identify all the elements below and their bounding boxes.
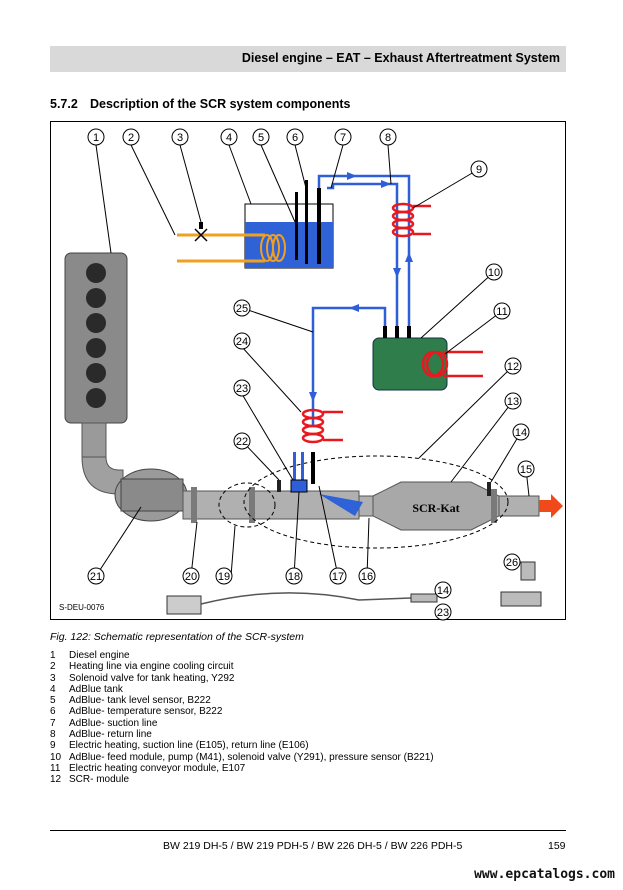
page-number: 159: [548, 840, 566, 852]
svg-text:14: 14: [437, 585, 449, 597]
svg-text:14: 14: [515, 427, 527, 439]
callout-4: 4: [220, 128, 238, 146]
callout-7: 7: [334, 128, 352, 146]
svg-text:10: 10: [488, 267, 500, 279]
section-title: Description of the SCR system components: [90, 97, 351, 111]
callout-21: 21: [87, 567, 105, 585]
svg-text:21: 21: [90, 571, 102, 583]
callout-17: 17: [329, 567, 347, 585]
svg-text:3: 3: [177, 132, 183, 144]
chapter-title: Diesel engine – EAT – Exhaust Aftertreat…: [241, 51, 560, 65]
svg-text:17: 17: [332, 571, 344, 583]
svg-text:25: 25: [236, 303, 248, 315]
exhaust-outlet-arrow: [539, 494, 563, 518]
svg-text:24: 24: [236, 336, 248, 348]
callout-13: 13: [504, 392, 522, 410]
footer-divider: [50, 830, 566, 831]
callout-5: 5: [252, 128, 270, 146]
callout-22: 22: [233, 432, 251, 450]
svg-text:23: 23: [437, 607, 449, 619]
svg-text:9: 9: [476, 164, 482, 176]
svg-text:11: 11: [496, 306, 507, 318]
callout-23b: 23: [434, 603, 452, 621]
callout-23: 23: [233, 379, 251, 397]
callout-12: 12: [504, 357, 522, 375]
svg-text:23: 23: [236, 383, 248, 395]
callout-8: 8: [379, 128, 397, 146]
footer-models: BW 219 DH-5 / BW 219 PDH-5 / BW 226 DH-5…: [163, 840, 463, 852]
svg-text:12: 12: [507, 361, 519, 373]
callout-14: 14: [512, 423, 530, 441]
svg-text:5: 5: [258, 132, 264, 144]
svg-text:4: 4: [226, 132, 232, 144]
callout-14b: 14: [434, 581, 452, 599]
feed-module: [372, 337, 448, 391]
scr-kat-label: SCR-Kat: [412, 501, 459, 515]
svg-text:7: 7: [340, 132, 346, 144]
callout-24: 24: [233, 332, 251, 350]
svg-text:6: 6: [292, 132, 298, 144]
svg-text:26: 26: [506, 557, 518, 569]
callout-26: 26: [503, 553, 521, 571]
svg-text:2: 2: [128, 132, 134, 144]
callout-15: 15: [517, 460, 535, 478]
callout-6: 6: [286, 128, 304, 146]
scr-schematic: SCR-Kat: [59, 128, 563, 621]
callout-2: 2: [122, 128, 140, 146]
scr-schematic-figure: SCR-Kat: [50, 121, 566, 621]
svg-text:8: 8: [385, 132, 391, 144]
svg-text:18: 18: [288, 571, 300, 583]
callout-10: 10: [485, 263, 503, 281]
figure-code: S-DEU-0076: [59, 603, 105, 612]
svg-text:19: 19: [218, 571, 230, 583]
callout-11: 11: [493, 302, 511, 320]
exhaust-pipe: [182, 490, 360, 520]
callout-16: 16: [358, 567, 376, 585]
callout-1: 1: [87, 128, 105, 146]
svg-text:15: 15: [520, 464, 532, 476]
svg-text:20: 20: [185, 571, 197, 583]
section-number: 5.7.2: [50, 97, 78, 111]
section-heading: 5.7.2 Description of the SCR system compo…: [50, 97, 350, 111]
figure-caption: Fig. 122: Schematic representation of th…: [50, 631, 304, 643]
watermark: www.epcatalogs.com: [474, 867, 615, 882]
callout-25: 25: [233, 299, 251, 317]
chapter-header: Diesel engine – EAT – Exhaust Aftertreat…: [50, 46, 566, 72]
svg-text:22: 22: [236, 436, 248, 448]
callout-19: 19: [215, 567, 233, 585]
svg-text:1: 1: [93, 132, 99, 144]
callout-18: 18: [285, 567, 303, 585]
callout-3: 3: [171, 128, 189, 146]
svg-text:16: 16: [361, 571, 373, 583]
callouts: 1 2 3 4 5 6 7 8 9 10 11 12 13 14 15 16 1…: [87, 128, 535, 621]
callout-9: 9: [470, 160, 488, 178]
callout-20: 20: [182, 567, 200, 585]
svg-text:13: 13: [507, 396, 519, 408]
